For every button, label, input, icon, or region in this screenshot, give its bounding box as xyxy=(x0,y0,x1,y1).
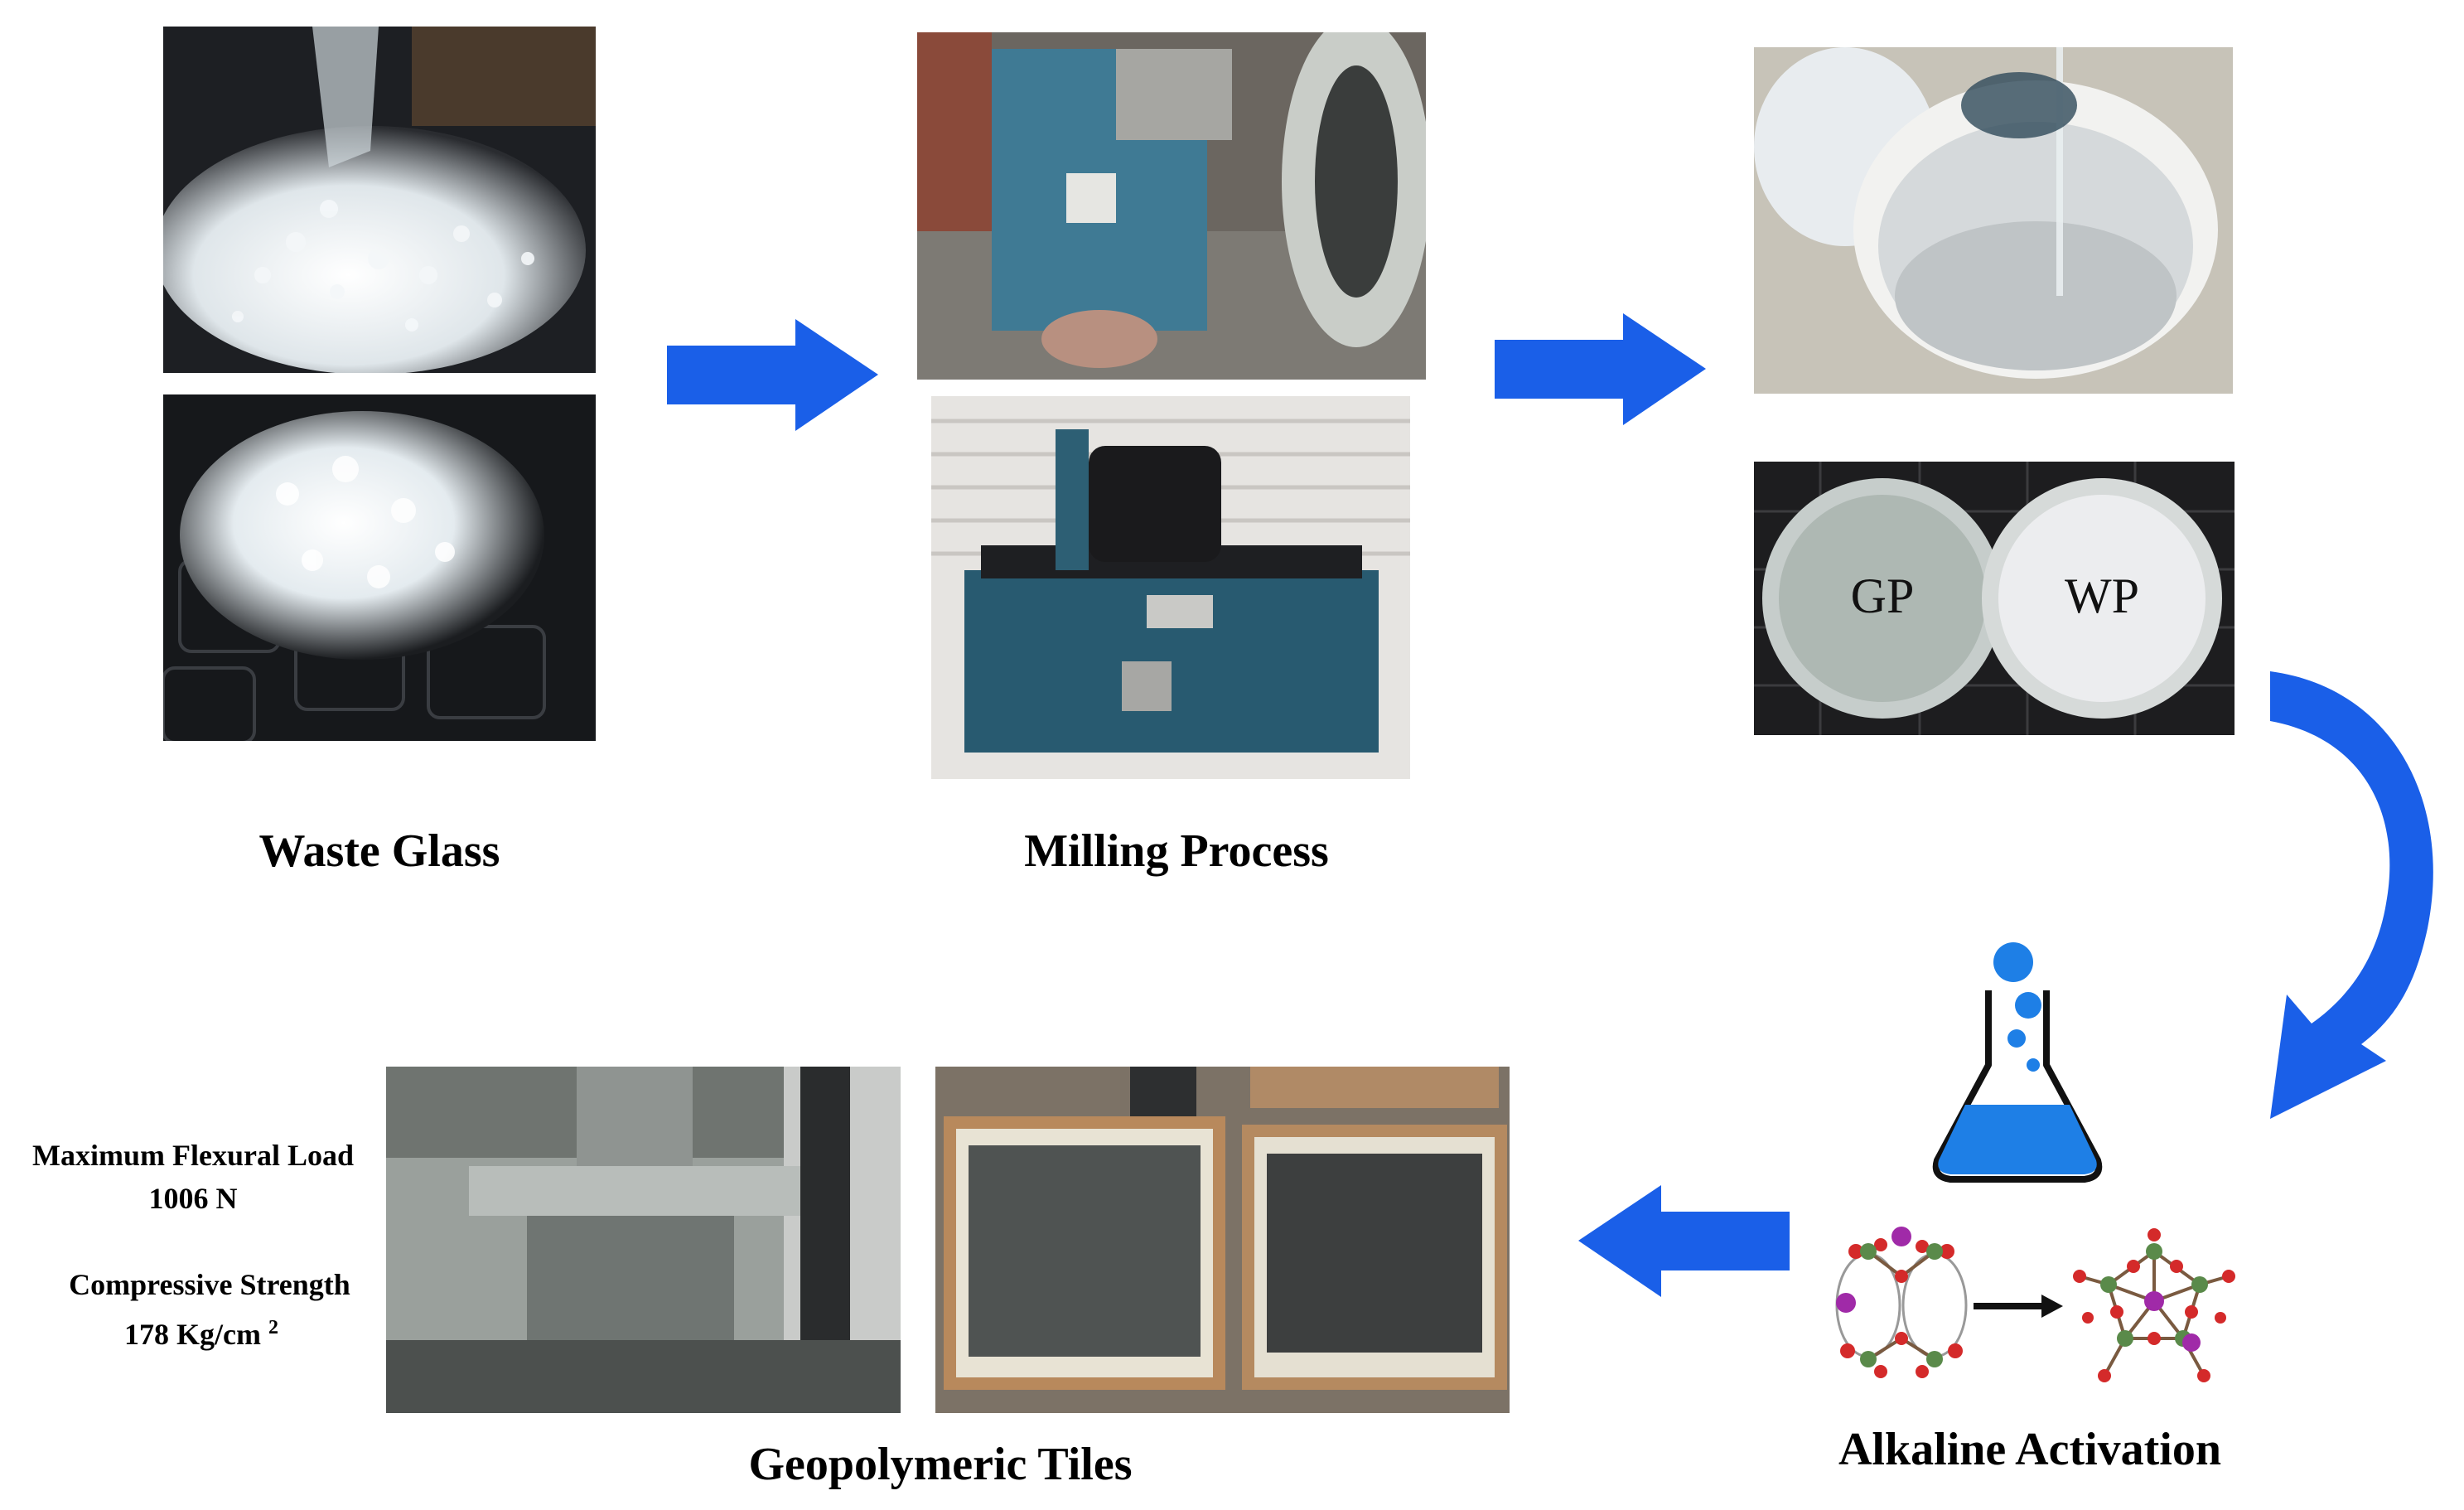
ball-mill-photo xyxy=(931,396,1410,779)
geopolymeric-tiles-label: Geopolymeric Tiles xyxy=(748,1439,1133,1490)
monomer-structure-icon xyxy=(1831,1227,1972,1384)
compressive-strength-number: 178 Kg/cm xyxy=(124,1318,261,1351)
arrow-left xyxy=(1578,1185,1790,1297)
mixing-bucket-photo xyxy=(1754,47,2233,394)
compressive-strength-unit-exponent: 2 xyxy=(268,1317,278,1338)
flexural-load-value: 1006 N xyxy=(148,1182,238,1215)
polymer-network-icon xyxy=(2067,1227,2241,1392)
gp-wp-powders-photo: GP WP xyxy=(1754,462,2235,735)
waste-glass-photo-top xyxy=(163,27,596,373)
gp-label: GP xyxy=(1850,569,1915,623)
compressive-strength-value: 178 Kg/cm 2 xyxy=(8,1306,394,1356)
flask-icon xyxy=(1930,941,2104,1185)
alkaline-activation-label: Alkaline Activation xyxy=(1838,1424,2222,1475)
reaction-arrow-icon xyxy=(1974,1295,2063,1318)
curved-arrow-down xyxy=(2262,671,2452,1119)
flexural-load-title: Maximum Flexural Load xyxy=(32,1139,354,1172)
flexural-test-photo xyxy=(386,1067,901,1413)
milling-machine-photo xyxy=(917,32,1426,380)
arrow-right-1 xyxy=(667,319,878,431)
milling-process-label: Milling Process xyxy=(1024,825,1329,877)
wp-label: WP xyxy=(2065,569,2139,623)
waste-glass-label: Waste Glass xyxy=(258,825,500,877)
geopolymer-tiles-photo xyxy=(935,1067,1510,1413)
arrow-right-2 xyxy=(1495,313,1706,425)
waste-glass-photo-bottom xyxy=(163,394,596,741)
compressive-strength-title: Compressive Strength xyxy=(69,1268,350,1301)
